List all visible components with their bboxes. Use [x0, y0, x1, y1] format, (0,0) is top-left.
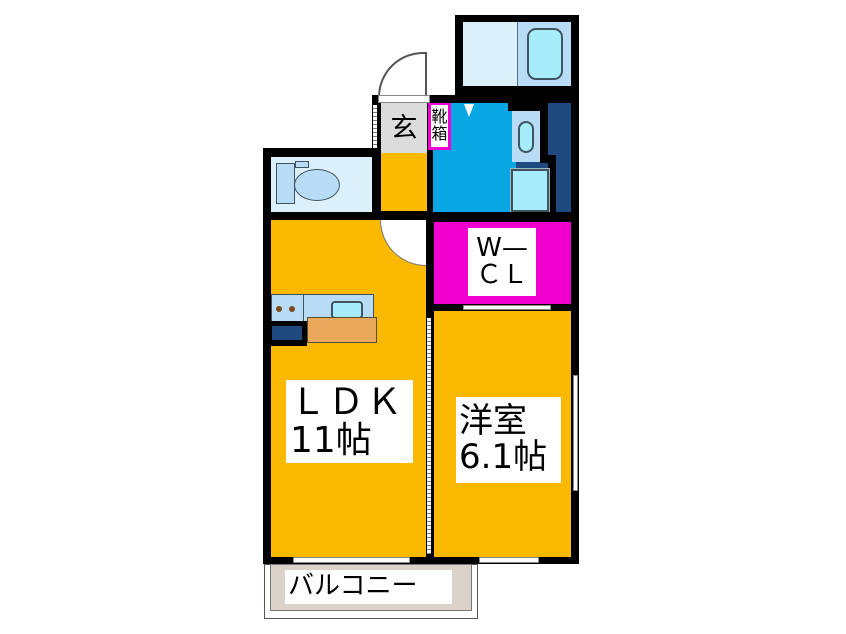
toilet-bowl-icon[interactable] [294, 169, 340, 201]
shoe-box-label-2: 箱 [431, 124, 448, 143]
washroom-inner-wall-v [540, 103, 548, 163]
western-room-label: 洋室 6.1帖 [456, 397, 561, 483]
entrance-door-leaf[interactable] [378, 52, 425, 97]
washbasin-icon[interactable] [518, 121, 534, 153]
shoe-box-label: 靴 箱 [431, 105, 448, 147]
entrance-threshold [378, 95, 430, 103]
western-room-window[interactable] [573, 375, 578, 491]
toilet-lid-icon [295, 161, 309, 168]
toilet-tank-icon [276, 163, 295, 204]
bathroom-washing-area [463, 22, 517, 86]
refrigerator-space [272, 326, 302, 340]
ldk-label: ＬＤＫ 11帖 [286, 380, 413, 463]
kitchen-lower-counter [307, 317, 377, 343]
western-balcony-window[interactable] [479, 557, 539, 563]
western-room-name: 洋室 [459, 401, 527, 442]
stove-burner-icon [289, 306, 295, 312]
shoe-box-label-1: 靴 [431, 107, 448, 127]
wcl-line1: W— [476, 232, 528, 263]
entrance-floor [381, 103, 427, 153]
balcony-label: バルコニー [285, 570, 452, 604]
stove-burner-icon [276, 306, 282, 312]
washroom-inner-wall [508, 103, 548, 111]
entrance-hall-floor [381, 153, 427, 211]
western-room-size: 6.1帖 [459, 437, 548, 477]
ldk-size: 11帖 [290, 419, 372, 461]
entrance-door-line [425, 52, 427, 97]
kitchen-counter-divider [303, 294, 304, 326]
entrance-label: 玄 [390, 112, 418, 144]
ldk-balcony-window[interactable] [293, 557, 410, 563]
ldk-name: ＬＤＫ [290, 381, 405, 423]
door-arrow-icon [464, 104, 474, 117]
washing-machine-pan-icon [510, 168, 550, 213]
washroom-inner-wall-v2 [548, 155, 556, 215]
closet-sliding-door[interactable] [463, 305, 551, 310]
bathtub-icon [527, 28, 563, 80]
wcl-line2: ＣＬ [475, 260, 528, 290]
partition-sliding-door[interactable] [427, 318, 431, 554]
wcl-label: W— ＣＬ [468, 228, 536, 296]
